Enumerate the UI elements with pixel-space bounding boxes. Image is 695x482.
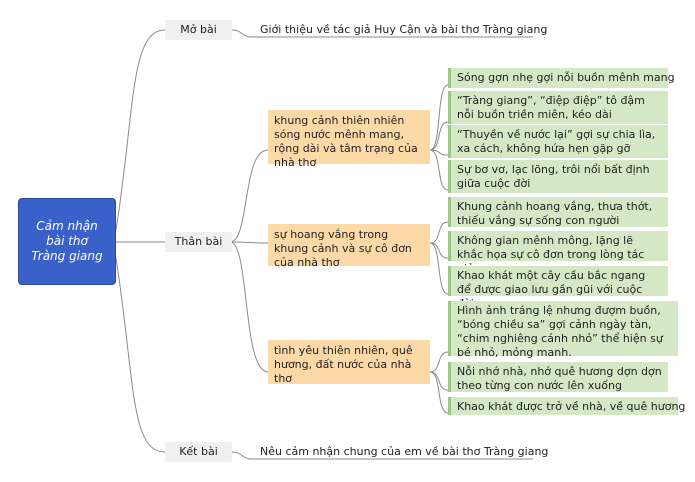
link-root-ket-bai bbox=[115, 257, 166, 453]
g1-leaf-3-text: “Thuyền về nước lại” gợi sự chia lìa, xa… bbox=[457, 128, 656, 155]
g3-leaf-3-text: Khao khát được trở về nhà, về quê hương bbox=[457, 400, 686, 413]
link-g1-leaf-2 bbox=[429, 121, 449, 151]
g2-leaf-2[interactable]: Không gian mênh mông, lặng lẽ khắc họa s… bbox=[448, 231, 668, 275]
group-1-node[interactable]: khung cảnh thiên nhiên sóng nước mênh ma… bbox=[268, 110, 430, 169]
g3-leaf-3[interactable]: Khao khát được trở về nhà, về quê hương bbox=[448, 397, 685, 415]
branch-mo-bai-label: Mở bài bbox=[180, 23, 217, 36]
ket-bai-text: Nêu cảm nhận chung của em về bài thơ Trà… bbox=[256, 443, 548, 461]
g1-leaf-2[interactable]: “Tràng giang”, “điệp điệp” tô đậm nỗi bu… bbox=[448, 91, 668, 124]
link-g1-leaf-4 bbox=[429, 149, 449, 191]
branch-mo-bai[interactable]: Mở bài bbox=[165, 20, 232, 40]
g3-leaf-1[interactable]: Hình ảnh tráng lệ nhưng đượm buồn, “bóng… bbox=[448, 301, 678, 359]
branch-than-bai-label: Thân bài bbox=[174, 235, 223, 248]
g2-leaf-1-text: Khung cảnh hoang vắng, thưa thớt, thiếu … bbox=[457, 200, 653, 227]
g2-leaf-3[interactable]: Khao khát một cây cầu bắc ngang để được … bbox=[448, 266, 668, 310]
link-g1-leaf-1 bbox=[429, 84, 449, 151]
group-1-text: khung cảnh thiên nhiên sóng nước mênh ma… bbox=[274, 114, 418, 169]
link-g2-leaf-1 bbox=[429, 221, 449, 244]
g1-leaf-3[interactable]: “Thuyền về nước lại” gợi sự chia lìa, xa… bbox=[448, 125, 668, 158]
g3-leaf-1-text: Hình ảnh tráng lệ nhưng đượm buồn, “bóng… bbox=[457, 304, 663, 359]
link-ket-bai-text bbox=[231, 451, 533, 460]
link-g3-leaf-2 bbox=[429, 371, 449, 391]
mo-bai-text-content: Giới thiệu về tác giả Huy Cận và bài thơ… bbox=[260, 23, 548, 36]
link-g3-leaf-3 bbox=[429, 371, 449, 414]
g3-leaf-2-text: Nỗi nhớ nhà, nhớ quê hương dợn dợn theo … bbox=[457, 365, 662, 392]
link-than-bai-group-3 bbox=[229, 241, 269, 373]
branch-ket-bai[interactable]: Kết bài bbox=[165, 442, 232, 462]
root-node[interactable]: Cảm nhận bài thơ Tràng giang bbox=[18, 198, 116, 285]
root-label: Cảm nhận bài thơ Tràng giang bbox=[31, 219, 103, 263]
g1-leaf-1[interactable]: Sóng gợn nhẹ gợi nỗi buồn mênh mang bbox=[448, 68, 675, 88]
branch-ket-bai-label: Kết bài bbox=[179, 445, 218, 458]
g1-leaf-2-text: “Tràng giang”, “điệp điệp” tô đậm nỗi bu… bbox=[457, 94, 645, 121]
g3-leaf-2[interactable]: Nỗi nhớ nhà, nhớ quê hương dợn dợn theo … bbox=[448, 362, 668, 392]
link-g2-leaf-3 bbox=[429, 242, 449, 295]
g1-leaf-1-text: Sóng gợn nhẹ gợi nỗi buồn mênh mang bbox=[457, 71, 675, 84]
g1-leaf-4[interactable]: Sự bơ vơ, lạc lõng, trôi nổi bất định gi… bbox=[448, 160, 668, 193]
link-root-mo-bai bbox=[115, 29, 166, 231]
group-3-text: tình yêu thiên nhiên, quê hương, đất nướ… bbox=[274, 344, 413, 385]
link-than-bai-group-2 bbox=[229, 241, 269, 244]
group-2-text: sự hoang vắng trong khung cảnh và sự cô … bbox=[274, 228, 412, 269]
g2-leaf-1[interactable]: Khung cảnh hoang vắng, thưa thớt, thiếu … bbox=[448, 197, 668, 227]
link-than-bai-group-1 bbox=[229, 149, 269, 243]
g1-leaf-4-text: Sự bơ vơ, lạc lõng, trôi nổi bất định gi… bbox=[457, 163, 650, 190]
group-2-node[interactable]: sự hoang vắng trong khung cảnh và sự cô … bbox=[268, 224, 430, 269]
group-3-node[interactable]: tình yêu thiên nhiên, quê hương, đất nướ… bbox=[268, 340, 430, 385]
mo-bai-text: Giới thiệu về tác giả Huy Cận và bài thơ… bbox=[256, 21, 547, 39]
link-mo-bai-text bbox=[231, 29, 533, 38]
link-g3-leaf-1 bbox=[429, 351, 449, 373]
ket-bai-text-content: Nêu cảm nhận chung của em về bài thơ Trà… bbox=[260, 445, 549, 458]
g2-leaf-3-text: Khao khát một cây cầu bắc ngang để được … bbox=[457, 269, 646, 310]
branch-than-bai[interactable]: Thân bài bbox=[165, 232, 232, 252]
link-g2-leaf-2 bbox=[429, 242, 449, 259]
